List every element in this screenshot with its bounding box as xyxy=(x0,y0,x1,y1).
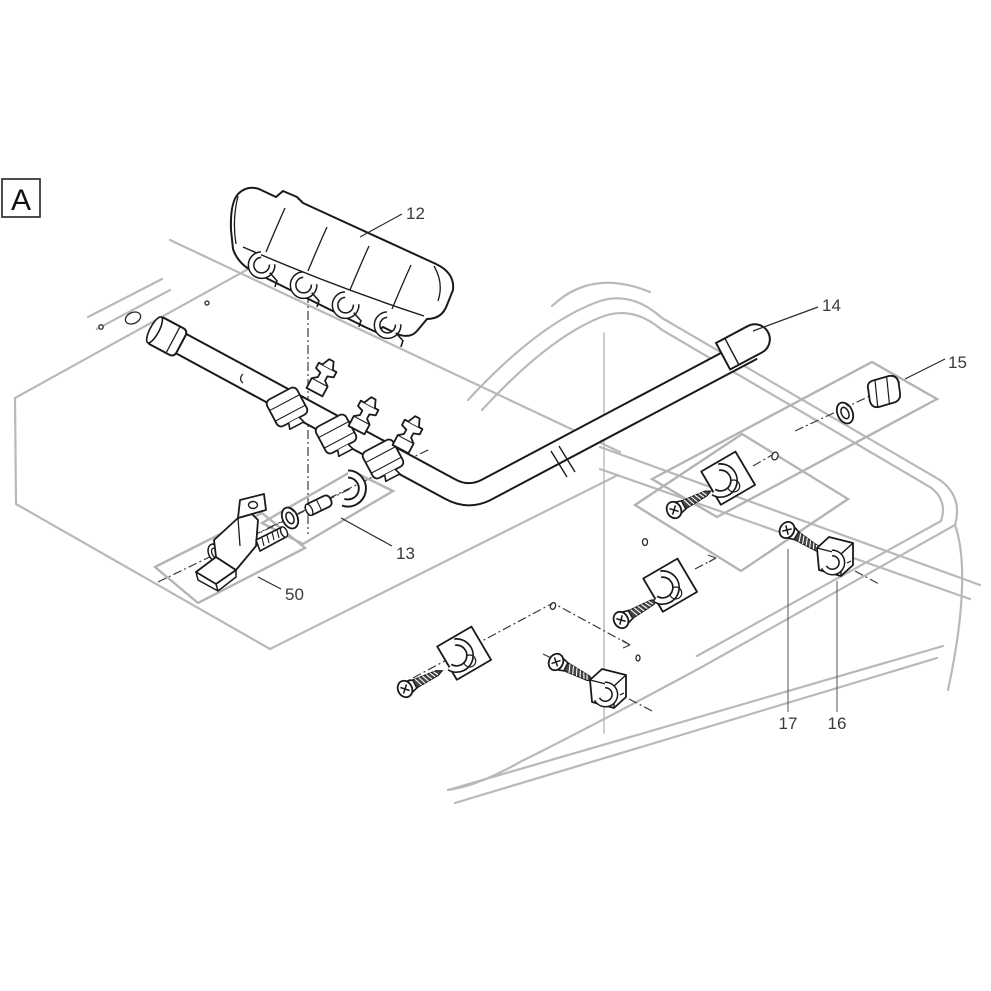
rim-inner-edge xyxy=(480,312,945,658)
part-13-set xyxy=(277,469,367,532)
spray-nozzle xyxy=(346,392,384,436)
pipe-clip xyxy=(435,624,494,682)
leader-50 xyxy=(257,576,282,590)
bush-13 xyxy=(304,494,333,517)
callout-50: 50 xyxy=(285,585,304,604)
clamp-half-13 xyxy=(341,469,367,508)
screw xyxy=(662,482,716,522)
pipe-clip-16 xyxy=(817,537,853,576)
callout-17: 17 xyxy=(779,714,798,733)
rim-outer-arc xyxy=(550,281,652,308)
group-box-clip xyxy=(632,432,851,573)
callout-15: 15 xyxy=(948,353,967,372)
spray-bar-cover-12 xyxy=(229,186,455,352)
nozzle-clamps xyxy=(264,354,428,487)
housing-bottom-front-edge xyxy=(446,644,945,805)
part-15-set xyxy=(832,374,902,427)
callout-14: 14 xyxy=(822,296,841,315)
housing-back-edge xyxy=(168,238,622,454)
elbow-joint-rings xyxy=(550,445,576,478)
leader-14 xyxy=(752,306,819,332)
screw xyxy=(394,661,447,701)
part-50-bracket xyxy=(195,493,289,592)
view-label-box: A xyxy=(1,178,41,218)
group-box-15 xyxy=(649,360,940,519)
filter-housing-outline xyxy=(13,238,982,805)
callout-16: 16 xyxy=(828,714,847,733)
housing-left-panel xyxy=(13,255,620,651)
nut-15 xyxy=(866,374,902,409)
housing-right-wall-edge xyxy=(946,523,964,692)
callout-leaders xyxy=(257,213,946,712)
group-box-13 xyxy=(259,469,396,546)
callout-13: 13 xyxy=(396,544,415,563)
axis-arrowheads xyxy=(621,554,717,649)
rim-outer-edge xyxy=(446,297,959,792)
pipe-clip xyxy=(590,669,626,708)
spray-nozzle xyxy=(304,354,342,398)
callout-12: 12 xyxy=(406,204,425,223)
leader-15 xyxy=(904,358,946,380)
spray-bar-end-cap xyxy=(145,316,188,357)
view-label: A xyxy=(11,184,31,217)
housing-back-edge-detail xyxy=(86,277,172,331)
spray-nozzle xyxy=(390,411,428,455)
spray-bar xyxy=(145,316,771,507)
leader-12 xyxy=(359,213,403,238)
leader-13 xyxy=(340,517,393,547)
pipe-end-14 xyxy=(714,323,771,371)
